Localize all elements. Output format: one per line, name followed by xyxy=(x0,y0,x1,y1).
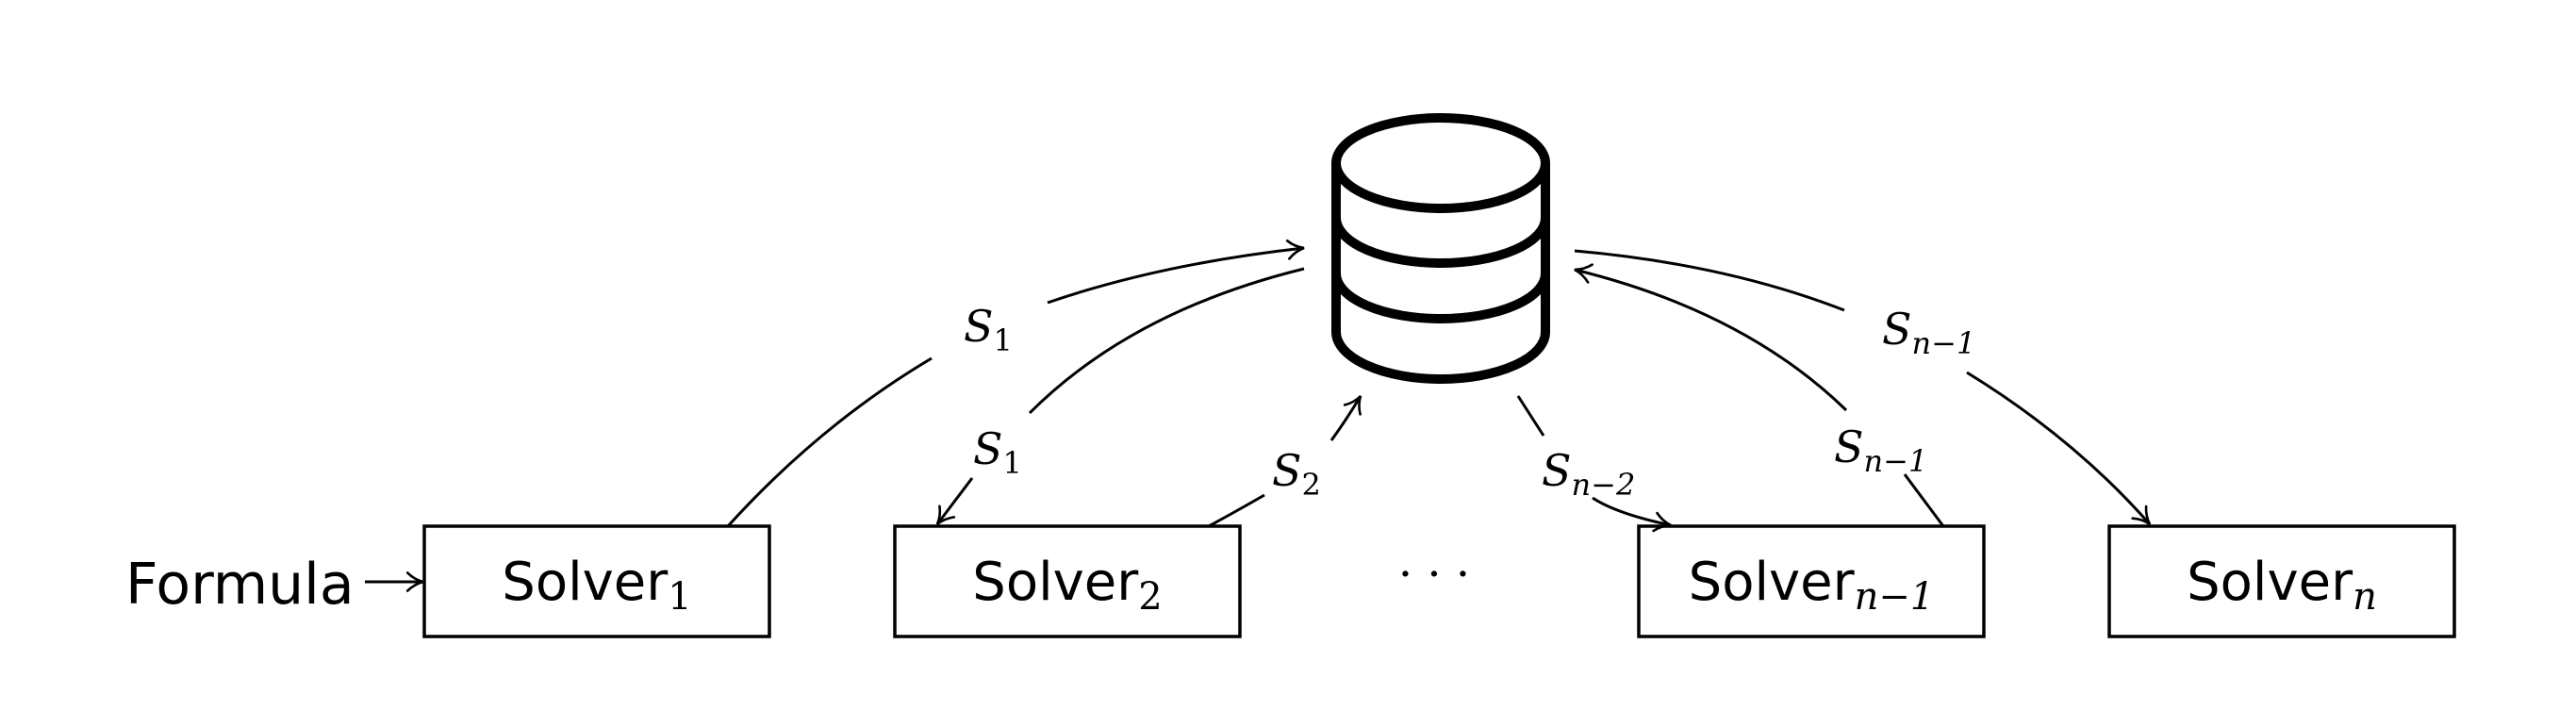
edge-label-s1-lower: S1 xyxy=(973,423,1022,481)
edge-db-to-solver-n-minus-1: Sn−2 xyxy=(1516,395,1672,533)
solver-1-label: Solver1 xyxy=(502,552,691,619)
edge-solver2-to-db: S2 xyxy=(1208,395,1362,528)
edge-segment xyxy=(1516,395,1545,437)
edge-label-s-n-minus-2: Sn−2 xyxy=(1542,445,1635,503)
solver-2-label: Solver2 xyxy=(972,552,1162,619)
solver-n-box: Solvern xyxy=(2107,524,2456,638)
edge-segment xyxy=(1574,249,1845,312)
edge-segment xyxy=(1208,493,1265,528)
edge-db-to-solver2: S1 xyxy=(935,267,1305,526)
edge-segment xyxy=(1903,473,1945,527)
edge-segment xyxy=(1592,496,1672,533)
solver-n-minus-1-box: Solvern−1 xyxy=(1637,524,1986,638)
edge-label-s-n-minus-1-lower: Sn−1 xyxy=(1834,422,1927,479)
edge-solver1-to-db: S1 xyxy=(726,239,1305,528)
edge-segment xyxy=(935,477,974,526)
solver-n-minus-1-label: Solvern−1 xyxy=(1689,552,1935,619)
edge-segment xyxy=(1966,371,2152,526)
solver-n-label: Solvern xyxy=(2187,552,2377,619)
edge-label-s2: S2 xyxy=(1272,445,1321,503)
solver-2-box: Solver2 xyxy=(893,524,1242,638)
solver-1-box: Solver1 xyxy=(422,524,771,638)
edge-segment xyxy=(1329,395,1362,441)
database-icon xyxy=(1331,113,1550,384)
edge-solver-n-minus-1-to-db: Sn−1 xyxy=(1574,263,1945,527)
edge-segment xyxy=(1047,239,1305,305)
edge-label-s1-upper: S1 xyxy=(964,301,1013,358)
edge-label-s-n-minus-1-upper: Sn−1 xyxy=(1882,304,1975,361)
edge-segment xyxy=(1574,263,1848,412)
formula-label: Formula xyxy=(125,552,355,618)
edge-segment xyxy=(1028,267,1305,415)
edge-db-to-solver-n: Sn−1 xyxy=(1574,249,2152,526)
edge-segment xyxy=(726,356,933,528)
ellipsis: · · · xyxy=(1398,548,1470,601)
